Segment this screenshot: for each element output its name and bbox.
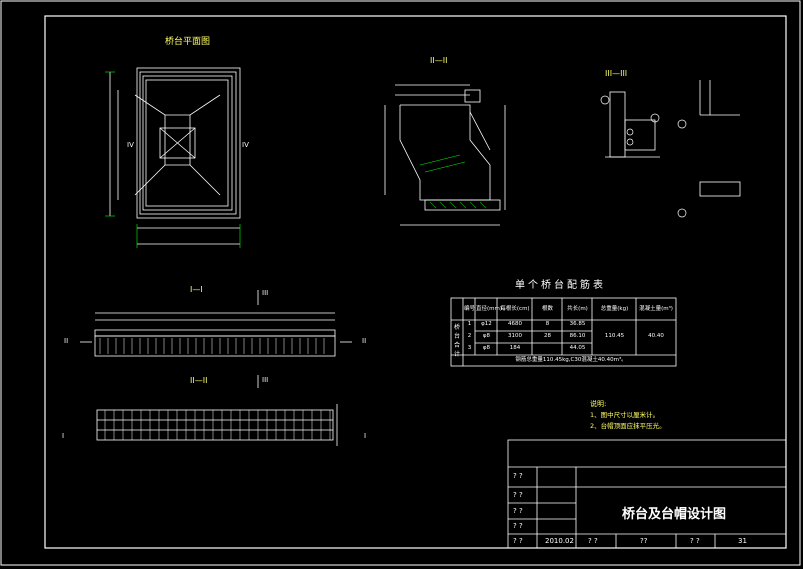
plan-title: 桥台平面图 — [165, 37, 211, 47]
section2-grid — [104, 410, 331, 440]
section-markers — [80, 290, 352, 388]
table-cell: 3100 — [508, 333, 522, 339]
table-header: 每根长(cm) — [500, 306, 530, 312]
table-header: 混凝土量(m³) — [639, 306, 673, 312]
detail-view — [605, 80, 741, 197]
section-mark: I — [364, 432, 367, 440]
section2-title: II—II — [190, 376, 208, 385]
drawing-title: 桥台及台帽设计图 — [622, 507, 727, 522]
section1-stirrups — [99, 338, 325, 354]
table-header: 编号 — [464, 306, 476, 312]
table-cell: φ8 — [482, 345, 491, 351]
section-mark: IV — [127, 141, 134, 149]
table-cell: 4680 — [508, 321, 522, 327]
section-mark: II — [64, 337, 69, 345]
title-block-mark: ? ? — [513, 472, 523, 480]
table-cell: 36.85 — [569, 321, 586, 327]
section-mark: I — [62, 432, 65, 440]
title-block — [507, 439, 787, 549]
table-cell: 1 — [467, 321, 472, 327]
title-block-mark: ? ? — [513, 522, 523, 530]
title-block-mark: ? ? — [513, 507, 523, 515]
section1 — [94, 312, 336, 357]
section2 — [96, 404, 338, 446]
elevation-view — [384, 84, 506, 226]
detail-circles — [600, 95, 687, 218]
table-header: 总重量(kg) — [600, 306, 629, 312]
rebar-table-title: 单个桥台配筋表 — [515, 280, 606, 291]
table-header: 直径(mm) — [476, 306, 503, 312]
title-block-mark: ? ? — [690, 537, 700, 545]
table-merged-weight: 110.45 — [604, 333, 625, 339]
section-mark: III — [262, 376, 269, 384]
elevation-hatch — [419, 154, 487, 209]
table-merged-concrete: 40.40 — [648, 333, 664, 339]
table-cell: 86.10 — [569, 333, 586, 339]
table-cell: φ12 — [481, 321, 492, 327]
table-header: 共长(m) — [567, 306, 588, 312]
plan-dims — [105, 71, 241, 248]
section-mark: II — [362, 337, 367, 345]
section-mark: IV — [242, 141, 249, 149]
plan-view — [109, 67, 241, 245]
table-cell: 28 — [544, 333, 551, 339]
section-mark: III — [262, 289, 269, 297]
section1-title: I—I — [190, 285, 203, 294]
table-side-label: 桥台合计 — [454, 324, 461, 358]
rebar-table-lines — [450, 297, 677, 367]
table-cell: 2 — [467, 333, 472, 339]
title-block-mark: ? ? — [513, 491, 523, 499]
title-block-mark: ? ? — [513, 537, 523, 545]
title-block-sheet: 31 — [738, 537, 747, 545]
table-cell: 8 — [545, 321, 550, 327]
note-item-2: 2、台帽顶面应抹平压光。 — [590, 422, 666, 430]
title-block-mark: ? ? — [588, 537, 598, 545]
note-item-1: 1、图中尺寸以厘米计。 — [590, 411, 660, 419]
drawing-frame — [44, 15, 787, 549]
table-cell: 184 — [509, 345, 521, 351]
notes-title: 说明: — [590, 400, 607, 408]
table-header: 根数 — [541, 306, 553, 312]
elevation-title: II—II — [430, 56, 448, 65]
title-block-mark: ?? — [640, 537, 648, 545]
detail-title: III—III — [605, 69, 628, 78]
table-cell: 44.05 — [569, 345, 586, 351]
table-cell: 3 — [467, 345, 472, 351]
table-footer: 钢筋总重量110.45kg,C30混凝土40.40m³。 — [515, 357, 627, 363]
title-block-date: 2010.02 — [545, 537, 574, 545]
table-cell: φ8 — [482, 333, 491, 339]
